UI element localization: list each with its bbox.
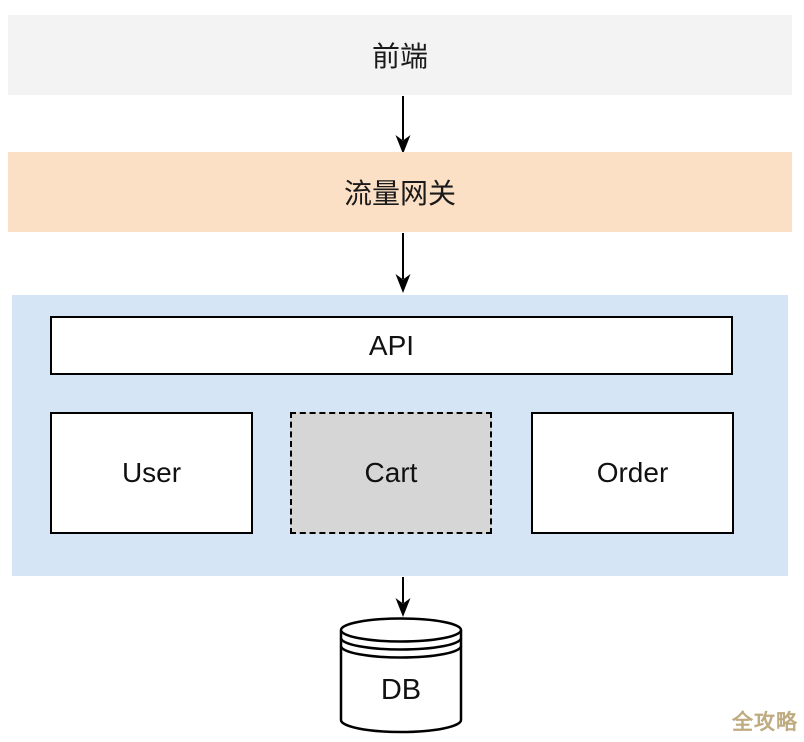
arrow-down-icon (395, 577, 411, 617)
database-node: DB (339, 616, 463, 742)
cart-service-node: Cart (290, 412, 492, 534)
services-container: API User Cart Order (12, 295, 788, 576)
arrow-gateway-to-services (394, 233, 412, 293)
order-service-label: Order (596, 457, 669, 488)
db-label: DB (380, 674, 422, 706)
api-label: API (368, 329, 415, 361)
watermark-text: 全攻略 (732, 711, 798, 734)
gateway-band: 流量网关 (8, 152, 792, 232)
frontend-band: 前端 (8, 15, 792, 95)
user-service-label: User (121, 457, 182, 488)
order-service-node: Order (531, 412, 734, 534)
arrow-frontend-to-gateway (394, 96, 412, 154)
cart-service-label: Cart (364, 457, 418, 488)
frontend-label: 前端 (371, 41, 428, 72)
api-node: API (50, 316, 733, 375)
arrow-down-icon (395, 96, 411, 154)
database-cylinder-icon (339, 617, 463, 734)
user-service-node: User (50, 412, 253, 534)
arrow-services-to-db (394, 577, 412, 617)
arrow-down-icon (395, 233, 411, 293)
gateway-label: 流量网关 (343, 178, 456, 209)
